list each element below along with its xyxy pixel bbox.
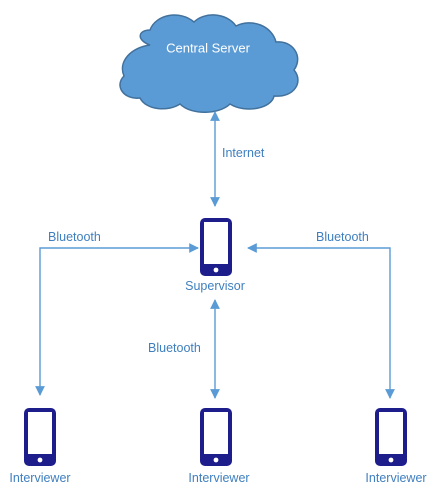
supervisor-label: Supervisor [185, 279, 245, 293]
bluetooth-middle-label: Bluetooth [148, 341, 201, 355]
central-server-label: Central Server [166, 40, 250, 56]
interviewer-middle-phone-icon [200, 408, 232, 466]
supervisor-phone-icon [200, 218, 232, 276]
interviewer-middle-label: Interviewer [188, 471, 250, 485]
connector-bluetooth-right [247, 243, 395, 399]
bluetooth-left-label: Bluetooth [48, 230, 101, 244]
interviewer-left-label: Interviewer [9, 471, 71, 485]
interviewer-left-phone-icon [24, 408, 56, 466]
connector-bluetooth-left [35, 243, 199, 396]
central-server-cloud [119, 14, 299, 113]
bluetooth-right-label: Bluetooth [316, 230, 369, 244]
internet-link-label: Internet [222, 146, 265, 160]
interviewer-right-phone-icon [375, 408, 407, 466]
interviewer-right-label: Interviewer [365, 471, 427, 485]
